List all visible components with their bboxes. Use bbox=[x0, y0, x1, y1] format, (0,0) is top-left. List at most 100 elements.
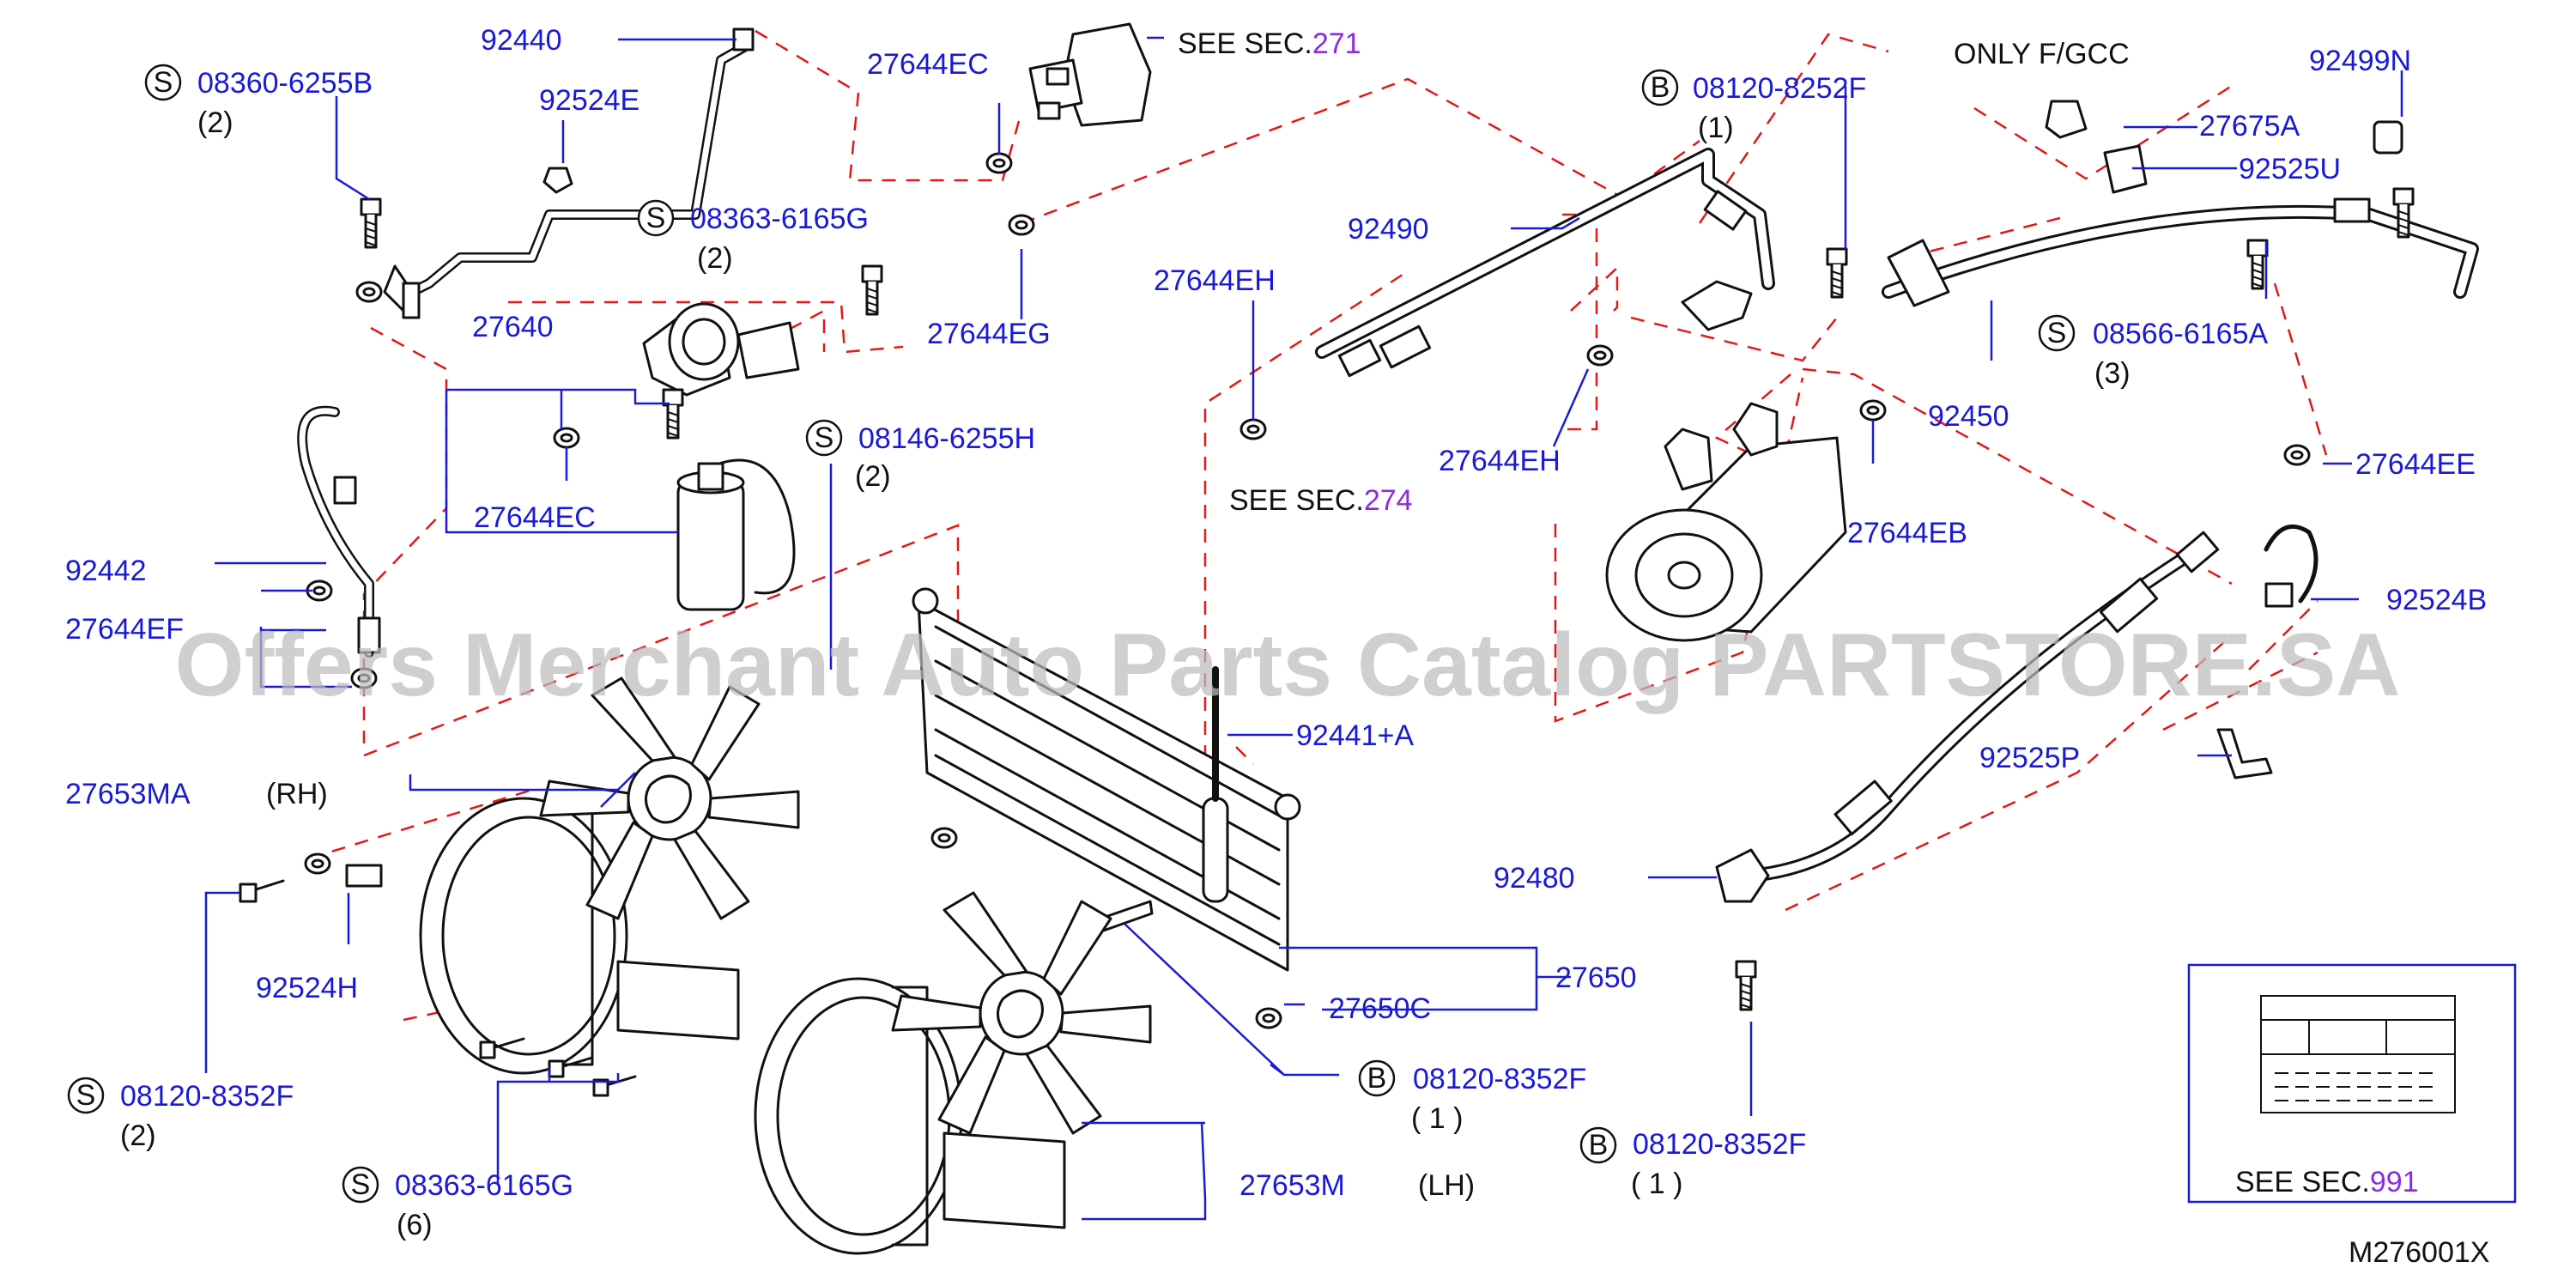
label-27653M: 27653M bbox=[1240, 1169, 1345, 1202]
svg-text:B: B bbox=[1367, 1062, 1387, 1095]
label-08120-8352F-mid: 08120-8352F bbox=[1413, 1063, 1586, 1095]
rh-bolts bbox=[239, 852, 637, 1097]
svg-text:S: S bbox=[76, 1079, 96, 1112]
label-92480: 92480 bbox=[1494, 862, 1575, 895]
label-27653MA: 27653MA bbox=[65, 778, 191, 810]
label-08120-8352F-left: 08120-8352F bbox=[120, 1080, 294, 1113]
sym-s-5: S bbox=[67, 1077, 105, 1114]
label-92490: 92490 bbox=[1348, 213, 1429, 246]
sym-s-6: S bbox=[342, 1166, 379, 1204]
bracket-rh bbox=[616, 960, 740, 1040]
qty-08120-8352F-mid: ( 1 ) bbox=[1411, 1102, 1463, 1135]
label-92440: 92440 bbox=[481, 24, 562, 57]
svg-text:S: S bbox=[646, 202, 666, 234]
hose-92480 bbox=[1715, 531, 2220, 903]
figure-code: M276001X bbox=[2349, 1236, 2489, 1269]
sym-s-1: S bbox=[144, 64, 182, 101]
grommet-27644EH-left bbox=[1240, 418, 1267, 440]
label-92442: 92442 bbox=[65, 555, 147, 587]
see-sec-271[interactable]: SEE SEC.271 bbox=[1178, 27, 1361, 60]
hose-92450 bbox=[1882, 197, 2479, 307]
label-27644EC-mid: 27644EC bbox=[474, 501, 596, 534]
grommet-27644EH-mid bbox=[1586, 344, 1614, 367]
bolt-08566-6165A bbox=[2246, 239, 2269, 290]
svg-text:B: B bbox=[1589, 1129, 1609, 1162]
sym-b-3: B bbox=[1579, 1126, 1617, 1164]
label-92499N: 92499N bbox=[2309, 45, 2411, 77]
clip-92524B bbox=[2264, 524, 2318, 608]
ref-box-991 bbox=[2187, 963, 2517, 1204]
pipe-92490 bbox=[1315, 148, 1775, 378]
grommet-27644EC-mid bbox=[553, 427, 580, 449]
see-sec-274[interactable]: SEE SEC.274 bbox=[1229, 484, 1413, 517]
label-27675A: 27675A bbox=[2199, 110, 2300, 143]
see-sec-991[interactable]: SEE SEC.991 bbox=[2235, 1166, 2419, 1198]
grommet-27644EB bbox=[1859, 399, 1887, 422]
bracket-27640 bbox=[642, 302, 800, 397]
sym-s-2: S bbox=[637, 199, 675, 237]
clip-92524E bbox=[542, 167, 573, 194]
condenser-27650 bbox=[912, 587, 1301, 972]
bracket-lh bbox=[943, 1131, 1066, 1229]
label-27640: 27640 bbox=[472, 311, 554, 343]
label-27650: 27650 bbox=[1555, 962, 1637, 994]
label-08363-6165G-bottom: 08363-6165G bbox=[395, 1169, 573, 1202]
qty-08363-6165G-top: (2) bbox=[697, 242, 733, 275]
retainer-27675A bbox=[2045, 100, 2088, 139]
qty-08120-8252F: (1) bbox=[1698, 112, 1734, 144]
label-27644EB: 27644EB bbox=[1847, 517, 1967, 549]
receiver-drier bbox=[676, 458, 796, 611]
label-92441A: 92441+A bbox=[1296, 719, 1414, 752]
only-note: ONLY F/GCC bbox=[1954, 38, 2130, 70]
bolt-08363-6165G bbox=[861, 264, 883, 316]
label-rh: (RH) bbox=[266, 778, 328, 810]
label-92524E: 92524E bbox=[539, 84, 639, 117]
label-92524H: 92524H bbox=[256, 972, 358, 1004]
sym-s-3: S bbox=[805, 419, 843, 457]
label-08566-6165A: 08566-6165A bbox=[2093, 318, 2269, 350]
qty-08120-8352F-right: ( 1 ) bbox=[1631, 1168, 1682, 1200]
hose-92440 bbox=[383, 27, 755, 319]
label-08120-8352F-right: 08120-8352F bbox=[1633, 1128, 1806, 1161]
label-92450: 92450 bbox=[1928, 400, 2009, 433]
labels: 92440 08360-6255B (2) 92524E 27644EC SEE… bbox=[65, 24, 2489, 1269]
hose-92442 bbox=[297, 405, 381, 658]
label-92525P: 92525P bbox=[1979, 742, 2080, 774]
valve-assembly-271 bbox=[1028, 22, 1152, 127]
grommet-27644EE bbox=[2283, 444, 2311, 466]
qty-08360-6255B: (2) bbox=[197, 106, 233, 139]
bracket-92525P bbox=[2216, 728, 2273, 780]
bolt-bracket bbox=[662, 388, 684, 440]
grommet-left bbox=[355, 281, 383, 303]
label-27644EH-mid: 27644EH bbox=[1439, 445, 1561, 477]
cap-92499N bbox=[2373, 120, 2403, 155]
label-92525U: 92525U bbox=[2239, 153, 2341, 185]
label-27644EH-left: 27644EH bbox=[1154, 264, 1276, 297]
qty-08566-6165A: (3) bbox=[2094, 357, 2131, 390]
qty-08146-6255H: (2) bbox=[855, 460, 891, 493]
svg-text:B: B bbox=[1651, 71, 1670, 104]
qty-08363-6165G-bottom: (6) bbox=[397, 1209, 433, 1241]
bolt-08120-8252F bbox=[1826, 247, 1848, 299]
qty-08120-8352F-left: (2) bbox=[120, 1119, 156, 1152]
compressor bbox=[1605, 402, 1847, 642]
label-92524B: 92524B bbox=[2386, 584, 2487, 616]
label-27644EF: 27644EF bbox=[65, 613, 184, 646]
leader-lines bbox=[204, 36, 2403, 1221]
svg-text:S: S bbox=[154, 66, 173, 99]
watermark: Offers Merchant Auto Parts Catalog PARTS… bbox=[175, 616, 2401, 715]
sym-s-4: S bbox=[2038, 314, 2076, 352]
grommet-27650C bbox=[1255, 1007, 1282, 1029]
bolt-08360-6255B bbox=[360, 197, 382, 249]
sym-b-1: B bbox=[1641, 69, 1679, 106]
svg-text:S: S bbox=[2047, 317, 2067, 349]
label-27644EE: 27644EE bbox=[2355, 448, 2476, 481]
label-27644EG: 27644EG bbox=[927, 318, 1051, 350]
label-27650C: 27650C bbox=[1329, 992, 1431, 1025]
clamp-92525U bbox=[2103, 144, 2148, 194]
label-27644EC-top: 27644EC bbox=[867, 48, 989, 81]
label-08363-6165G-top: 08363-6165G bbox=[690, 203, 869, 235]
bolt-08120-8352F-right bbox=[1735, 960, 1757, 1011]
label-08146-6255H: 08146-6255H bbox=[858, 422, 1035, 455]
